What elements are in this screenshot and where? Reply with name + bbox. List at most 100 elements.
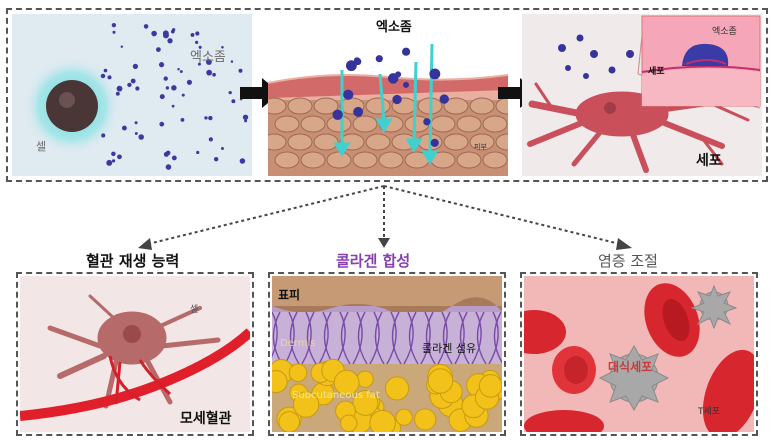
collagen-fiber — [420, 311, 431, 365]
exosome-dot — [165, 86, 170, 90]
exosome-dot — [179, 70, 183, 74]
exosome-dot — [205, 59, 212, 65]
exosome-dot — [111, 159, 116, 163]
exosome-dot — [212, 72, 216, 77]
exosome-dot — [375, 55, 383, 63]
exosome-dot — [195, 31, 200, 36]
exosome-dot — [112, 30, 116, 34]
exosome-dot — [171, 104, 175, 108]
exosome-dot — [158, 62, 165, 68]
collagen-fiber — [352, 311, 363, 365]
exosome-dot — [163, 151, 169, 157]
collagen-fiber — [476, 311, 487, 365]
skin-cell — [352, 115, 378, 133]
collagen-fiber-label: 콜라겐 섬유 — [422, 342, 477, 355]
exosome-dot — [208, 115, 213, 121]
skin-cell — [443, 97, 469, 115]
collagen-panel: 표피 Dermis 콜라겐 섬유 Subcutaneous fat — [272, 276, 502, 432]
collagen-fiber — [493, 311, 502, 364]
skin-penetration-panel: 엑소좀 피부 — [268, 14, 508, 176]
exosome-dot — [239, 158, 246, 164]
exosome-dot — [107, 75, 112, 80]
collagen-fiber — [374, 311, 385, 365]
immune-cells-illustration — [524, 283, 754, 432]
collagen-fiber — [391, 311, 402, 365]
exosome-dot — [101, 133, 106, 138]
exosome-dot — [135, 86, 140, 91]
subcutaneous-label: Subcutaneous fat — [292, 390, 380, 401]
skin-cell — [352, 151, 378, 169]
exosome-dot — [130, 78, 136, 84]
cell-label: 셀 — [190, 305, 199, 315]
fat-cell — [333, 369, 360, 396]
collagen-fiber — [459, 311, 470, 365]
exosome-dot — [165, 164, 172, 170]
inset-cell-label: 세포 — [648, 67, 665, 77]
target-cell-illustration — [527, 15, 761, 173]
collagen-fiber — [408, 311, 419, 365]
exosome-dot — [204, 116, 208, 120]
dermis-label: Dermis — [280, 338, 316, 349]
inflammation-panel: 대식세포 T세포 — [524, 276, 754, 432]
cell-label: 세포 — [696, 153, 722, 169]
skin-cell — [365, 133, 391, 151]
collagen-fiber — [454, 311, 465, 365]
skin-cell — [313, 133, 339, 151]
cell-label: 셀 — [36, 140, 47, 153]
exosome-dot — [198, 45, 202, 49]
exosome-dot — [162, 30, 169, 37]
fat-cell — [340, 414, 358, 432]
collagen-title: 콜라겐 합성 — [336, 252, 411, 270]
exosome-dot — [177, 67, 180, 71]
exosome-dot — [115, 91, 120, 96]
exosome-dot — [353, 106, 364, 117]
angiogenesis-frame — [16, 272, 254, 436]
exosome-dot — [134, 121, 138, 125]
skin-cell — [495, 97, 508, 115]
exosome-dot — [354, 57, 362, 66]
angiogenesis-panel: 셀 모세혈관 — [20, 276, 250, 432]
exosome-dot — [143, 24, 149, 29]
exosome-dot — [111, 151, 116, 157]
capillary-illustration — [20, 294, 250, 421]
exosome-dot — [242, 114, 249, 120]
exosome-dot — [430, 138, 439, 147]
exosome-dot — [392, 94, 402, 105]
inflammation-frame — [520, 272, 758, 436]
exosome-dot — [156, 47, 161, 52]
exosome-dot — [132, 63, 139, 70]
collagen-fiber — [284, 311, 295, 365]
skin-cell — [482, 115, 508, 133]
cell-release-illustration — [24, 22, 249, 170]
collagen-fiber — [306, 311, 317, 365]
exosome-dot — [332, 109, 343, 120]
exosome-dot — [159, 94, 165, 100]
exosome-dot — [401, 47, 411, 56]
skin-cell — [268, 97, 287, 115]
exosome-dot — [151, 30, 157, 37]
exosome-dot — [100, 73, 106, 79]
epidermis-label: 표피 — [278, 288, 301, 302]
exosome-dot — [171, 85, 177, 91]
skin-layers-illustration — [268, 43, 508, 176]
skin-cell — [287, 97, 313, 115]
collagen-fiber — [272, 311, 278, 358]
skin-cell — [274, 115, 300, 133]
fat-cell — [272, 370, 288, 394]
exosome-dot — [120, 45, 124, 48]
fat-cell — [369, 409, 396, 432]
exosome-dot — [190, 33, 195, 37]
collagen-fiber — [437, 311, 448, 365]
fat-cell — [292, 391, 320, 418]
exosome-dot — [343, 89, 354, 100]
exosome-dot — [230, 60, 234, 63]
exosome-dot — [395, 71, 402, 78]
skin-cell — [495, 133, 508, 151]
exosome-label: 엑소좀 — [190, 50, 226, 65]
capillary-label: 모세혈관 — [180, 411, 232, 427]
skin-label: 피부 — [474, 143, 487, 151]
exosome-dot — [423, 118, 431, 126]
exosome-dot — [186, 79, 192, 85]
exosome-dot — [196, 150, 200, 155]
